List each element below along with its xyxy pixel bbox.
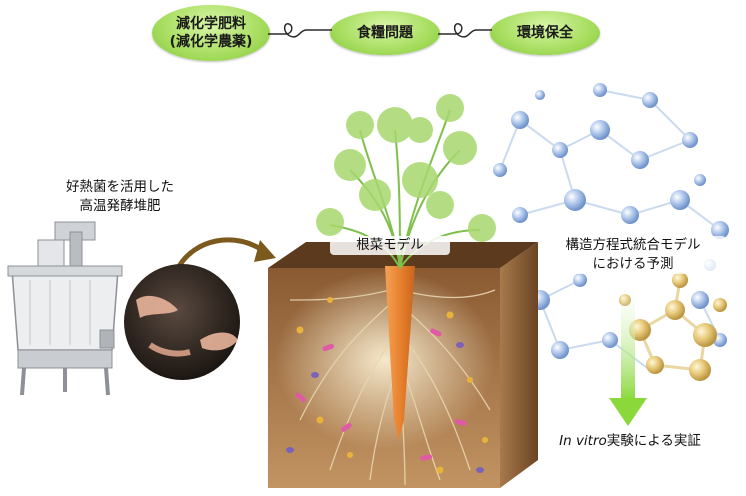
pill-food-problem: 食糧問題 xyxy=(330,11,440,55)
compost-label-line2: 高温発酵堆肥 xyxy=(79,198,161,214)
root-model-label: 根菜モデル xyxy=(330,236,450,255)
pill-line2: (減化学農薬) xyxy=(169,34,253,50)
molecular-network-illustration xyxy=(492,83,729,381)
pill-reduced-chemical-fertilizer: 減化学肥料 (減化学農薬) xyxy=(152,5,270,61)
soil-block-illustration xyxy=(268,242,538,488)
sem-prediction-label: 構造方程式統合モデル における予測 xyxy=(540,236,726,274)
pill-label: 食糧問題 xyxy=(357,25,413,41)
down-arrow-icon xyxy=(609,285,647,426)
root-model-text: 根菜モデル xyxy=(356,237,424,253)
pill-connector-2 xyxy=(438,23,492,38)
sem-label-line2: における予測 xyxy=(592,256,674,272)
carrot-foliage xyxy=(316,94,496,242)
invitro-rest: 実験による実証 xyxy=(606,433,701,449)
pill-label: 環境保全 xyxy=(517,25,573,41)
pill-environmental-protection: 環境保全 xyxy=(490,11,600,55)
pill-line1: 減化学肥料 xyxy=(176,16,246,32)
compost-label: 好熱菌を活用した 高温発酵堆肥 xyxy=(40,178,200,216)
curved-arrow-icon xyxy=(175,237,276,271)
microbe-dots xyxy=(286,297,488,474)
pill-connector-1 xyxy=(268,23,332,38)
compost-label-line1: 好熱菌を活用した xyxy=(66,179,174,195)
invitro-italic: In vitro xyxy=(559,433,607,449)
compost-in-hands-illustration xyxy=(124,264,240,380)
invitro-label: In vitro実験による実証 xyxy=(530,432,730,451)
sem-label-line1: 構造方程式統合モデル xyxy=(565,237,701,253)
composting-machine-illustration xyxy=(7,221,123,396)
